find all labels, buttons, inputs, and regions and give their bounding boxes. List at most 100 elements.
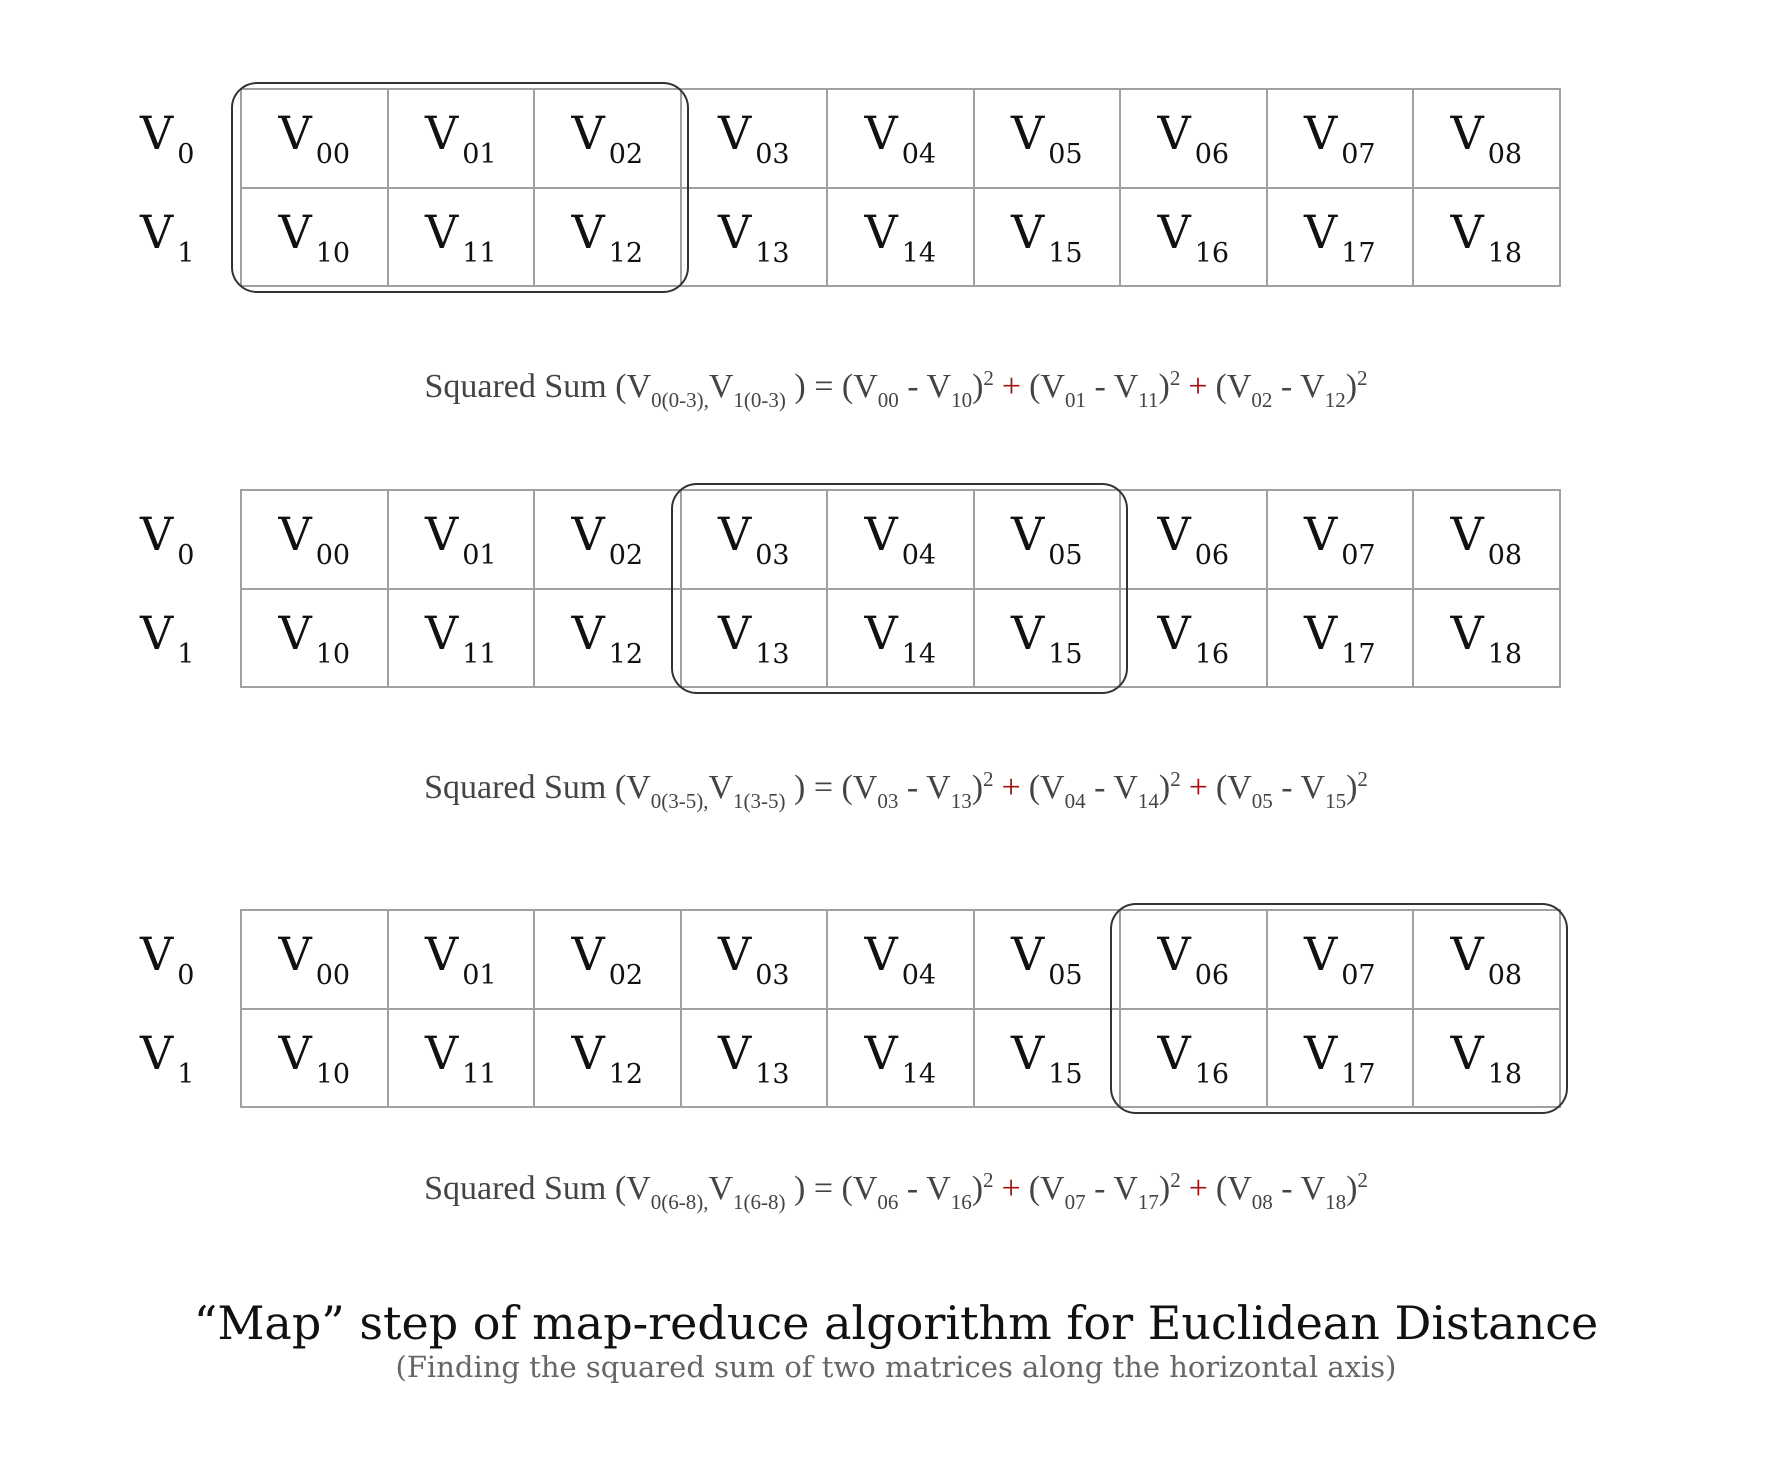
- subscript: 12: [608, 638, 644, 670]
- minus: -: [1272, 769, 1301, 806]
- square-exponent: 2: [983, 767, 994, 791]
- subscript: 04: [901, 139, 937, 171]
- variable: V07: [1040, 1170, 1086, 1214]
- plus-sign: +: [1001, 368, 1022, 405]
- minus: -: [1085, 769, 1114, 806]
- minus: -: [1272, 368, 1301, 405]
- variable: V1(6-8): [708, 1170, 786, 1214]
- minus: -: [898, 1170, 927, 1207]
- subscript: 14: [1137, 789, 1159, 813]
- subscript: 14: [901, 237, 937, 269]
- subscript: 0(0-3),: [651, 388, 709, 412]
- subscript: 0(3-5),: [650, 789, 709, 813]
- subscript: 1: [177, 638, 195, 670]
- subscript: 00: [315, 139, 351, 171]
- equation-label: Squared Sum (: [424, 769, 627, 806]
- variable: V0(3-5),: [626, 769, 709, 813]
- square-exponent: 2: [1169, 366, 1181, 390]
- variable: V10: [926, 368, 973, 412]
- variable: V01: [1040, 368, 1086, 412]
- subscript: 08: [1251, 1190, 1273, 1214]
- subscript: 02: [1251, 388, 1273, 412]
- subscript: 03: [755, 540, 790, 572]
- subscript: 00: [315, 540, 351, 572]
- subscript: 04: [901, 540, 937, 572]
- subscript: 12: [608, 1058, 644, 1090]
- variable: V15: [1300, 769, 1347, 813]
- square-exponent: 2: [1170, 767, 1181, 791]
- variable: V18: [1300, 1170, 1347, 1214]
- subscript: 17: [1341, 1058, 1376, 1090]
- equation-label: Squared Sum (: [424, 1170, 627, 1207]
- subscript: 1: [177, 1058, 195, 1090]
- subscript: 18: [1487, 1058, 1523, 1090]
- subscript: 16: [1194, 1058, 1230, 1090]
- variable: V1(0-3): [708, 368, 786, 412]
- equation-label: Squared Sum (: [424, 368, 627, 405]
- square-exponent: 2: [1357, 1168, 1368, 1192]
- variable: V11: [1113, 368, 1159, 412]
- subscript: 07: [1341, 540, 1376, 572]
- square-exponent: 2: [983, 1168, 994, 1192]
- minus: -: [1272, 1170, 1301, 1207]
- variable: V0(0-3),: [626, 368, 709, 412]
- variable: V03: [852, 769, 899, 813]
- subscript: 01: [462, 540, 497, 572]
- subscript: 18: [1487, 638, 1523, 670]
- equals: ) =: [785, 1170, 842, 1207]
- subscript: 03: [755, 960, 790, 992]
- variable: V17: [1113, 1170, 1159, 1214]
- subscript: 15: [1048, 237, 1083, 269]
- subscript: 14: [901, 638, 937, 670]
- subscript: 12: [608, 237, 644, 269]
- subscript: 08: [1487, 540, 1523, 572]
- variable: V16: [926, 1170, 972, 1214]
- equals: ) =: [785, 368, 842, 405]
- highlight-box: [231, 82, 689, 293]
- variable: V02: [1226, 368, 1273, 412]
- highlight-box: [1110, 903, 1568, 1114]
- plus-sign: +: [1188, 769, 1208, 806]
- variable: V14: [1113, 769, 1159, 813]
